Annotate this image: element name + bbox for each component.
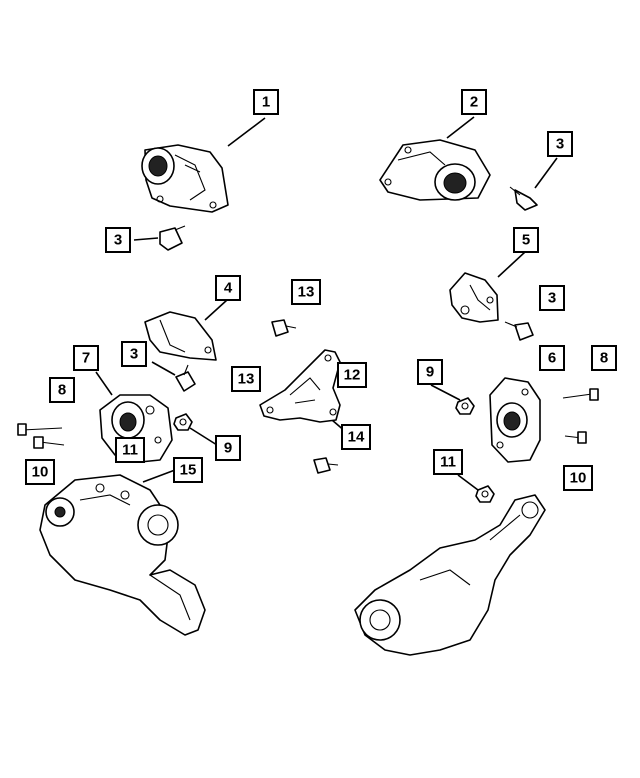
callout-5: 5	[513, 227, 539, 253]
callout-label: 15	[180, 462, 197, 479]
bolt-3-center	[175, 364, 196, 392]
callout-label: 1	[262, 94, 270, 111]
mount-bracket-5	[449, 272, 499, 323]
callout-10: 10	[563, 465, 593, 491]
engine-mount-bracket-left	[141, 144, 229, 213]
bolt-10-left	[33, 436, 65, 449]
engine-mount-bracket-right	[379, 139, 491, 201]
nut-11-right	[475, 485, 495, 503]
bolt-8-right	[562, 388, 599, 401]
bolt-3-upper-right	[509, 186, 538, 211]
callout-label: 8	[600, 350, 608, 367]
mount-insulator-6	[489, 377, 541, 463]
callout-8: 8	[591, 345, 617, 371]
front-axle-housing-right	[354, 494, 546, 656]
callout-1: 1	[253, 89, 279, 115]
callout-14: 14	[341, 424, 371, 450]
callout-4: 4	[215, 275, 241, 301]
mount-bracket-4	[144, 311, 217, 361]
callout-3: 3	[547, 131, 573, 157]
callout-13: 13	[291, 279, 321, 305]
callout-3: 3	[539, 285, 565, 311]
callout-8: 8	[49, 377, 75, 403]
callout-11: 11	[115, 437, 145, 463]
callout-label: 13	[238, 371, 255, 388]
callout-label: 6	[548, 350, 556, 367]
callout-13: 13	[231, 366, 261, 392]
callout-3: 3	[105, 227, 131, 253]
callout-11: 11	[433, 449, 463, 475]
callout-7: 7	[73, 345, 99, 371]
bolt-3-right	[504, 321, 534, 341]
bolt-13-lower	[313, 457, 339, 474]
nut-9-left	[173, 413, 193, 431]
callout-label: 3	[548, 290, 556, 307]
callout-10: 10	[25, 459, 55, 485]
front-axle-housing-left	[39, 474, 206, 636]
bolt-10-right	[564, 431, 587, 444]
support-bracket-12	[259, 349, 341, 423]
nut-9-right	[455, 397, 475, 415]
callout-label: 8	[58, 382, 66, 399]
callout-label: 9	[426, 364, 434, 381]
callout-9: 9	[417, 359, 443, 385]
callout-12: 12	[337, 362, 367, 388]
callout-label: 10	[570, 470, 587, 487]
callout-3: 3	[121, 341, 147, 367]
callout-label: 13	[298, 284, 315, 301]
callout-label: 7	[82, 350, 90, 367]
callout-label: 2	[470, 94, 478, 111]
callout-label: 3	[114, 232, 122, 249]
callout-label: 11	[440, 454, 456, 471]
callout-2: 2	[461, 89, 487, 115]
callout-label: 4	[224, 280, 233, 297]
callout-label: 12	[344, 367, 361, 384]
callout-9: 9	[215, 435, 241, 461]
callout-label: 14	[348, 429, 365, 446]
callout-15: 15	[173, 457, 203, 483]
bolt-3-left	[159, 225, 186, 251]
callout-label: 5	[522, 232, 530, 249]
callout-label: 3	[556, 136, 564, 153]
callout-label: 10	[32, 464, 49, 481]
bolt-8-left	[17, 423, 63, 436]
callout-6: 6	[539, 345, 565, 371]
callout-label: 3	[130, 346, 138, 363]
callout-label: 11	[122, 442, 138, 459]
bolt-13-upper	[271, 319, 297, 337]
callout-label: 9	[224, 440, 232, 457]
